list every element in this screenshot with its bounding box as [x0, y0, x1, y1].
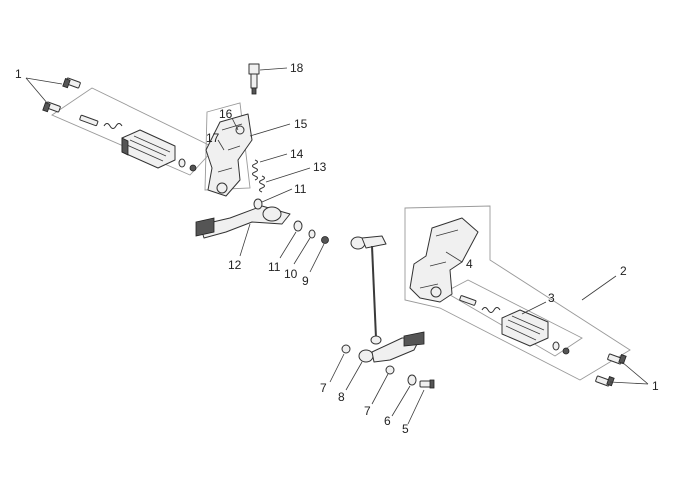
leader-2 — [581, 275, 617, 301]
return-spring-14 — [252, 159, 258, 181]
leader-1c — [621, 361, 649, 385]
callout-11-upper: 11 — [294, 182, 307, 196]
leader-16 — [231, 117, 239, 131]
callout-6: 6 — [384, 414, 391, 428]
leader-8 — [345, 361, 363, 391]
callout-8: 8 — [338, 390, 345, 404]
callout-18: 18 — [290, 61, 304, 75]
callout-7-left: 7 — [320, 381, 327, 395]
washer-7-left — [341, 344, 351, 354]
leader-15 — [249, 123, 291, 137]
nut-9 — [321, 236, 329, 244]
bolt-5 — [419, 379, 435, 389]
nut-left — [189, 164, 197, 172]
callout-13: 13 — [313, 160, 327, 174]
leader-13 — [265, 167, 311, 183]
leader-18 — [259, 67, 288, 71]
leader-17 — [217, 139, 225, 151]
callout-14: 14 — [290, 147, 304, 161]
leader-11a — [261, 188, 293, 203]
leader-5 — [407, 389, 425, 425]
footpeg-left — [121, 129, 176, 169]
callout-9: 9 — [302, 274, 309, 288]
brake-light-switch — [248, 63, 260, 95]
washer-11-upper — [253, 198, 263, 210]
washer-11-lower — [293, 220, 303, 232]
right-assembly-box — [404, 205, 631, 381]
nut-right — [562, 347, 570, 355]
left-footrest-bracket — [205, 113, 253, 197]
bolt-1b — [42, 101, 61, 113]
brake-pedal — [195, 205, 291, 239]
callout-4: 4 — [466, 257, 473, 271]
bolt-1d — [595, 375, 615, 387]
callout-11-lower: 11 — [268, 260, 281, 274]
callout-1-left: 1 — [15, 67, 22, 81]
callout-16: 16 — [219, 107, 233, 121]
footpeg-pin-right — [459, 295, 477, 306]
leader-3 — [521, 301, 547, 315]
callout-7-right: 7 — [364, 404, 371, 418]
leader-10 — [293, 237, 311, 265]
bolt-1a — [62, 77, 81, 89]
leader-11b — [279, 231, 297, 259]
gear-lever — [358, 331, 425, 363]
washer-7-right — [385, 365, 395, 375]
washer-right — [552, 341, 560, 351]
callout-2: 2 — [620, 264, 627, 278]
leader-6 — [391, 385, 411, 417]
right-footrest-bracket — [409, 217, 479, 303]
leader-1b — [25, 77, 49, 105]
callout-17: 17 — [206, 131, 220, 145]
return-spring-13 — [259, 175, 265, 193]
leader-4 — [445, 251, 463, 263]
footpeg-right — [501, 309, 549, 347]
washer-6 — [407, 374, 417, 386]
callout-15: 15 — [294, 117, 308, 131]
leader-7a — [329, 353, 345, 383]
footpeg-spring-right — [481, 307, 501, 313]
left-bracket-box — [204, 102, 251, 191]
footpeg-pin-left — [79, 114, 99, 127]
leader-7b — [371, 373, 389, 405]
bolt-1c — [607, 353, 627, 365]
leader-1d — [609, 381, 649, 385]
gear-linkage-rod — [350, 235, 387, 345]
leader-9 — [309, 243, 325, 273]
callout-10: 10 — [284, 267, 298, 281]
footpeg-spring-left — [103, 123, 123, 129]
callout-1-right: 1 — [652, 379, 659, 393]
washer-left — [178, 158, 186, 168]
leader-12 — [239, 223, 251, 257]
callout-5: 5 — [402, 422, 409, 436]
washer-10 — [308, 229, 316, 239]
callout-12: 12 — [228, 258, 242, 272]
leader-1a — [25, 77, 63, 85]
left-assembly-box — [51, 87, 216, 176]
callout-3: 3 — [548, 291, 555, 305]
leader-14 — [259, 153, 288, 163]
